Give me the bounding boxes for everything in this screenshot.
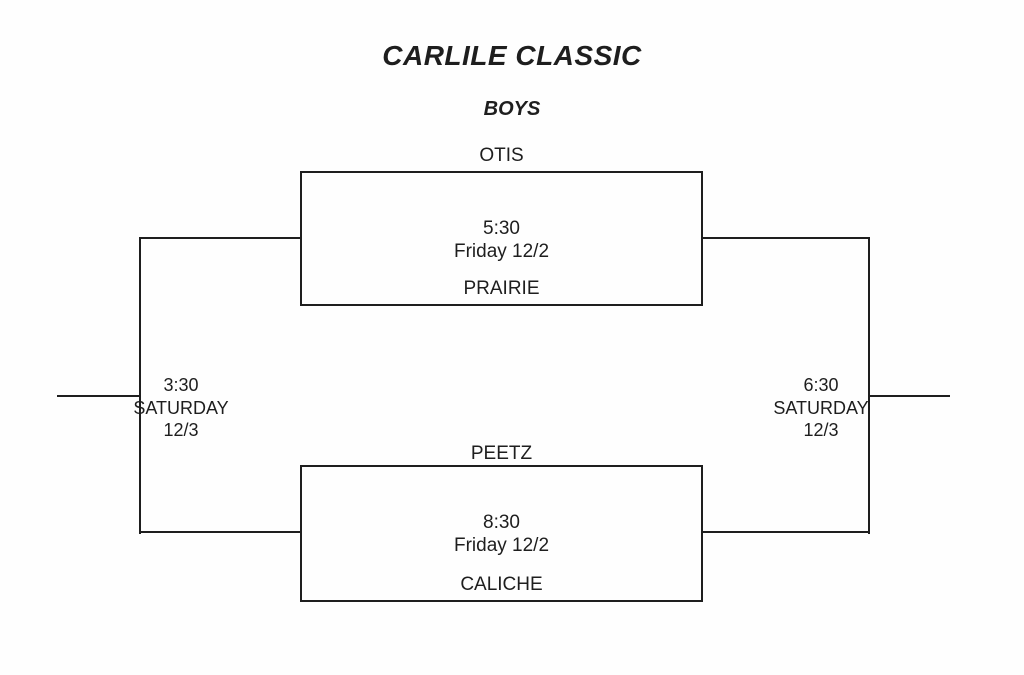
- bottom-game-time: 8:30: [483, 512, 520, 533]
- top-game-date: Friday 12/2: [453, 241, 550, 262]
- tournament-title: CARLILE CLASSIC: [382, 40, 642, 71]
- bottom-game-schedule: 8:30 Friday 12/2: [302, 511, 701, 557]
- left-game-info: 3:30 SATURDAY 12/3: [101, 374, 261, 442]
- right-game-time: 6:30: [803, 375, 839, 395]
- top-game-schedule: 5:30 Friday 12/2: [302, 217, 701, 263]
- left-top-connector-line: [140, 237, 301, 239]
- team-label-otis: OTIS: [479, 145, 524, 166]
- left-game-date: 12/3: [163, 420, 199, 440]
- bottom-game-date: Friday 12/2: [453, 535, 550, 556]
- left-game-day: SATURDAY: [133, 397, 229, 418]
- bottom-game-box: 8:30 Friday 12/2 CALICHE: [300, 465, 703, 602]
- right-top-connector-line: [702, 237, 869, 239]
- left-winner-stub-line: [57, 395, 140, 397]
- division-label: BOYS: [483, 98, 541, 120]
- left-game-time: 3:30: [163, 375, 199, 395]
- right-winner-stub-line: [870, 395, 950, 397]
- left-bracket-vertical-line: [139, 237, 141, 534]
- left-bottom-connector-line: [140, 531, 301, 533]
- right-game-info: 6:30 SATURDAY 12/3: [741, 374, 901, 442]
- top-game-time: 5:30: [483, 218, 520, 239]
- top-game-box: 5:30 Friday 12/2 PRAIRIE: [300, 171, 703, 306]
- right-bottom-connector-line: [702, 531, 869, 533]
- team-label-caliche: CALICHE: [460, 574, 543, 595]
- right-game-date: 12/3: [803, 420, 839, 440]
- team-label-prairie: PRAIRIE: [463, 278, 540, 299]
- right-bracket-vertical-line: [868, 237, 870, 534]
- team-label-peetz: PEETZ: [470, 443, 533, 464]
- right-game-day: SATURDAY: [773, 397, 869, 418]
